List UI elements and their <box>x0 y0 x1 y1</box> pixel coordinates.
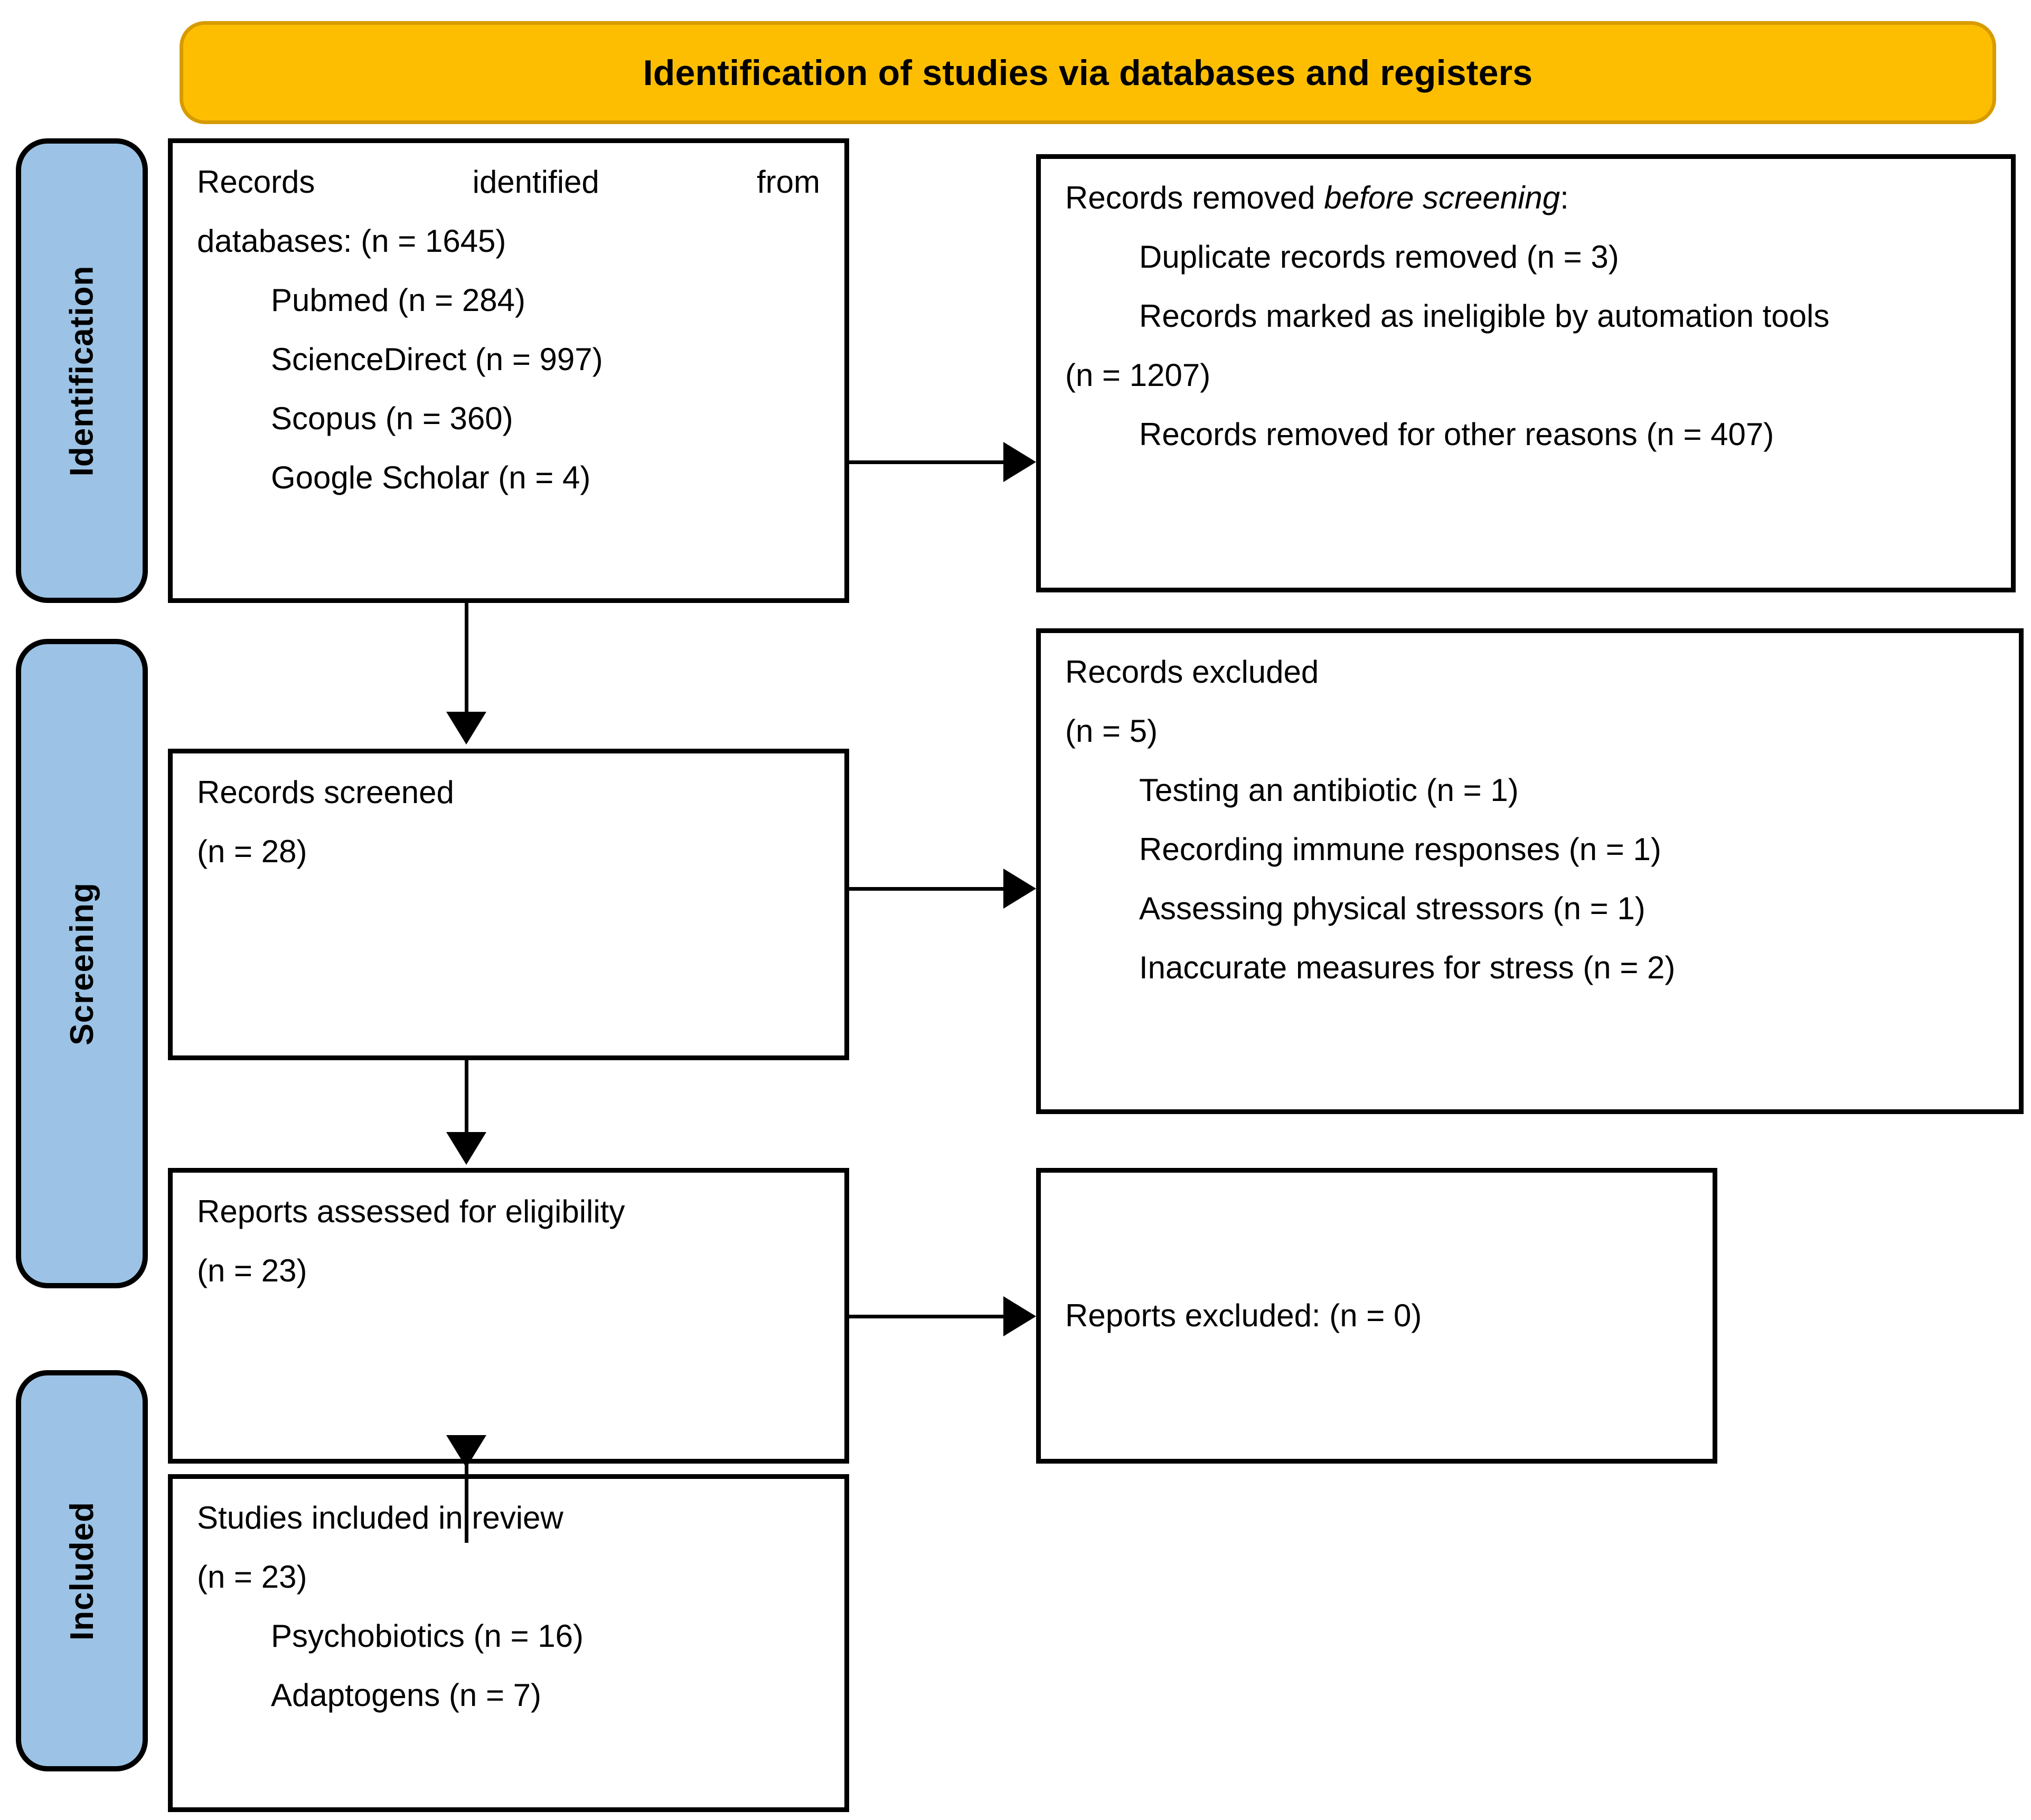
records-removed-item-other-reasons: Records removed for other reasons (n = 4… <box>1139 417 1774 452</box>
diagram-title: Identification of studies via databases … <box>643 52 1533 93</box>
records-screened-label: Records screened <box>197 775 454 810</box>
connector-screened-to-excluded-line <box>849 887 1008 891</box>
records-removed-heading: Records removed before screening: <box>1065 182 1987 214</box>
records-excluded-reason-immune: Recording immune responses (n = 1) <box>1139 832 1661 867</box>
arrow-right-icon-assessed-to-reports-excluded <box>1003 1296 1036 1336</box>
records-removed-heading-colon: : <box>1560 180 1569 215</box>
records-excluded-count: (n = 5) <box>1065 713 1158 749</box>
phase-label-screening: Screening <box>63 882 100 1045</box>
records-identified-word-identified: identified <box>472 164 599 200</box>
reports-assessed-count: (n = 23) <box>197 1253 307 1288</box>
records-identified-source-google-scholar: Google Scholar (n = 4) <box>271 460 591 495</box>
records-excluded-reason-antibiotic: Testing an antibiotic (n = 1) <box>1139 772 1519 808</box>
diagram-title-banner: Identification of studies via databases … <box>180 21 1996 124</box>
studies-included-label: Studies included in review <box>197 1500 563 1535</box>
records-screened-count: (n = 28) <box>197 834 307 869</box>
records-removed-item-duplicates: Duplicate records removed (n = 3) <box>1139 239 1619 275</box>
arrow-down-icon-identified-to-screened <box>446 712 486 744</box>
box-reports-excluded: Reports excluded: (n = 0) <box>1036 1168 1717 1464</box>
arrow-right-icon-screened-to-excluded <box>1003 869 1036 909</box>
phase-pill-included: Included <box>16 1370 148 1771</box>
records-identified-line1: Records identified from <box>197 166 820 198</box>
connector-identified-to-screened-line <box>465 603 468 714</box>
records-excluded-reason-inaccurate-measures: Inaccurate measures for stress (n = 2) <box>1139 950 1676 985</box>
connector-screened-to-assessed-line <box>465 1060 468 1134</box>
phase-pill-screening: Screening <box>16 639 148 1288</box>
box-records-screened: Records screened (n = 28) <box>168 749 849 1060</box>
arrow-down-icon-screened-to-assessed <box>446 1132 486 1165</box>
records-excluded-reason-physical-stressors: Assessing physical stressors (n = 1) <box>1139 891 1646 926</box>
records-identified-word-from: from <box>756 164 820 200</box>
records-identified-source-sciencedirect: ScienceDirect (n = 997) <box>271 342 603 377</box>
arrow-down-icon-assessed-to-included <box>446 1435 486 1468</box>
phase-label-identification: Identification <box>63 265 100 476</box>
connector-identified-to-removed-line <box>849 460 1008 464</box>
phase-pill-identification: Identification <box>16 138 148 603</box>
reports-assessed-label: Reports assessed for eligibility <box>197 1194 625 1229</box>
box-studies-included-in-review: Studies included in review (n = 23) Psyc… <box>168 1474 849 1812</box>
records-identified-source-pubmed: Pubmed (n = 284) <box>271 282 525 318</box>
arrow-right-icon-identified-to-removed <box>1003 442 1036 482</box>
studies-included-count: (n = 23) <box>197 1559 307 1595</box>
connector-assessed-to-included-line <box>465 1464 468 1543</box>
phase-label-included: Included <box>63 1501 100 1640</box>
records-removed-item-automation: Records marked as ineligible by automati… <box>1139 298 1830 334</box>
records-identified-databases-count: databases: (n = 1645) <box>197 223 506 259</box>
box-records-identified: Records identified from databases: (n = … <box>168 138 849 603</box>
records-removed-heading-italic: before screening <box>1324 180 1560 215</box>
records-identified-word-records: Records <box>197 164 315 200</box>
studies-included-category-adaptogens: Adaptogens (n = 7) <box>271 1677 542 1713</box>
records-excluded-label: Records excluded <box>1065 654 1319 690</box>
box-reports-assessed-for-eligibility: Reports assessed for eligibility (n = 23… <box>168 1168 849 1464</box>
records-removed-item-automation-count: (n = 1207) <box>1065 357 1211 393</box>
box-records-removed-before-screening: Records removed before screening: Duplic… <box>1036 154 2016 592</box>
studies-included-category-psychobiotics: Psychobiotics (n = 16) <box>271 1618 584 1654</box>
records-identified-source-scopus: Scopus (n = 360) <box>271 401 513 436</box>
box-records-excluded: Records excluded (n = 5) Testing an anti… <box>1036 628 2024 1114</box>
records-removed-heading-plain: Records removed <box>1065 180 1324 215</box>
connector-assessed-to-reports-excluded-line <box>849 1315 1008 1318</box>
reports-excluded-label: Reports excluded: (n = 0) <box>1065 1298 1422 1333</box>
